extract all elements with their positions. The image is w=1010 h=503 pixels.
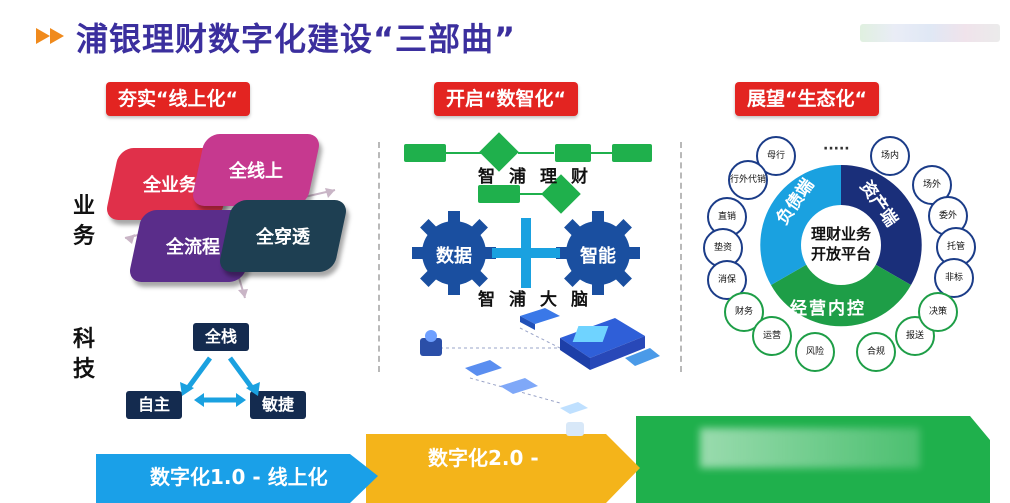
center-line-1: 理财业务 (810, 225, 871, 243)
label-tech: 科技 (72, 327, 95, 382)
node-external-agency: 行外代销 (728, 160, 768, 200)
tech-node-autonomous: 自主 (126, 391, 183, 419)
flow-label: 智浦理财 (478, 167, 602, 187)
center-platform: 理财业务 开放平台 (803, 224, 879, 264)
isometric-network-graphic (420, 308, 660, 414)
divider-right (680, 142, 682, 372)
node-reporting: 报送 (895, 316, 935, 356)
tile-label: 全线上 (229, 161, 283, 182)
section-label-ecosystem: 展望“生态化“ (735, 82, 879, 116)
ring-diagram (760, 164, 922, 327)
stage-3-blurred-label (700, 428, 920, 468)
node-non-standard: 非标 (934, 258, 974, 298)
flow-box-3 (612, 144, 652, 162)
node-operations: 运营 (752, 316, 792, 356)
tile-label: 全流程 (166, 237, 220, 258)
tech-cycle-arrows (180, 356, 260, 407)
flow-box-4 (478, 185, 520, 203)
node-decision: 决策 (918, 292, 958, 332)
brain-label: 智浦大脑 (478, 290, 602, 310)
tile-all-online: 全线上 (190, 134, 322, 206)
gears-graphic (412, 211, 640, 295)
flow-connectors (446, 152, 612, 195)
gear-label-intelligence: 智能 (580, 246, 616, 267)
blurred-logo (860, 24, 1000, 42)
tile-label: 全业务 (143, 175, 197, 196)
stage-1-label: 数字化1.0 - 线上化 (150, 465, 328, 489)
page-title: 浦银理财数字化建设“三部曲” (76, 20, 517, 58)
divider-left (378, 142, 380, 372)
tech-node-agile: 敏捷 (250, 391, 307, 419)
tile-label: 全穿透 (256, 227, 310, 248)
node-on-exchange: 场内 (870, 136, 910, 176)
section-label-intelligence: 开启“数智化“ (434, 82, 578, 116)
label-business: 业务 (72, 194, 95, 249)
flow-box-2 (555, 144, 591, 162)
segment-operations: 经营内控 (790, 299, 866, 319)
node-risk: 风险 (795, 332, 835, 372)
flow-box-1 (404, 144, 446, 162)
gear-label-data: 数据 (436, 246, 472, 267)
center-line-2: 开放平台 (810, 245, 871, 263)
double-arrow-icon (36, 28, 64, 44)
tech-node-fullstack: 全栈 (193, 323, 250, 351)
section-label-online: 夯实“线上化“ (106, 82, 250, 116)
tile-all-penetration: 全穿透 (217, 200, 349, 272)
node-compliance: 合规 (856, 332, 896, 372)
stage-2-label: 数字化2.0 - (428, 446, 539, 470)
more-dots: ····· (823, 141, 850, 157)
